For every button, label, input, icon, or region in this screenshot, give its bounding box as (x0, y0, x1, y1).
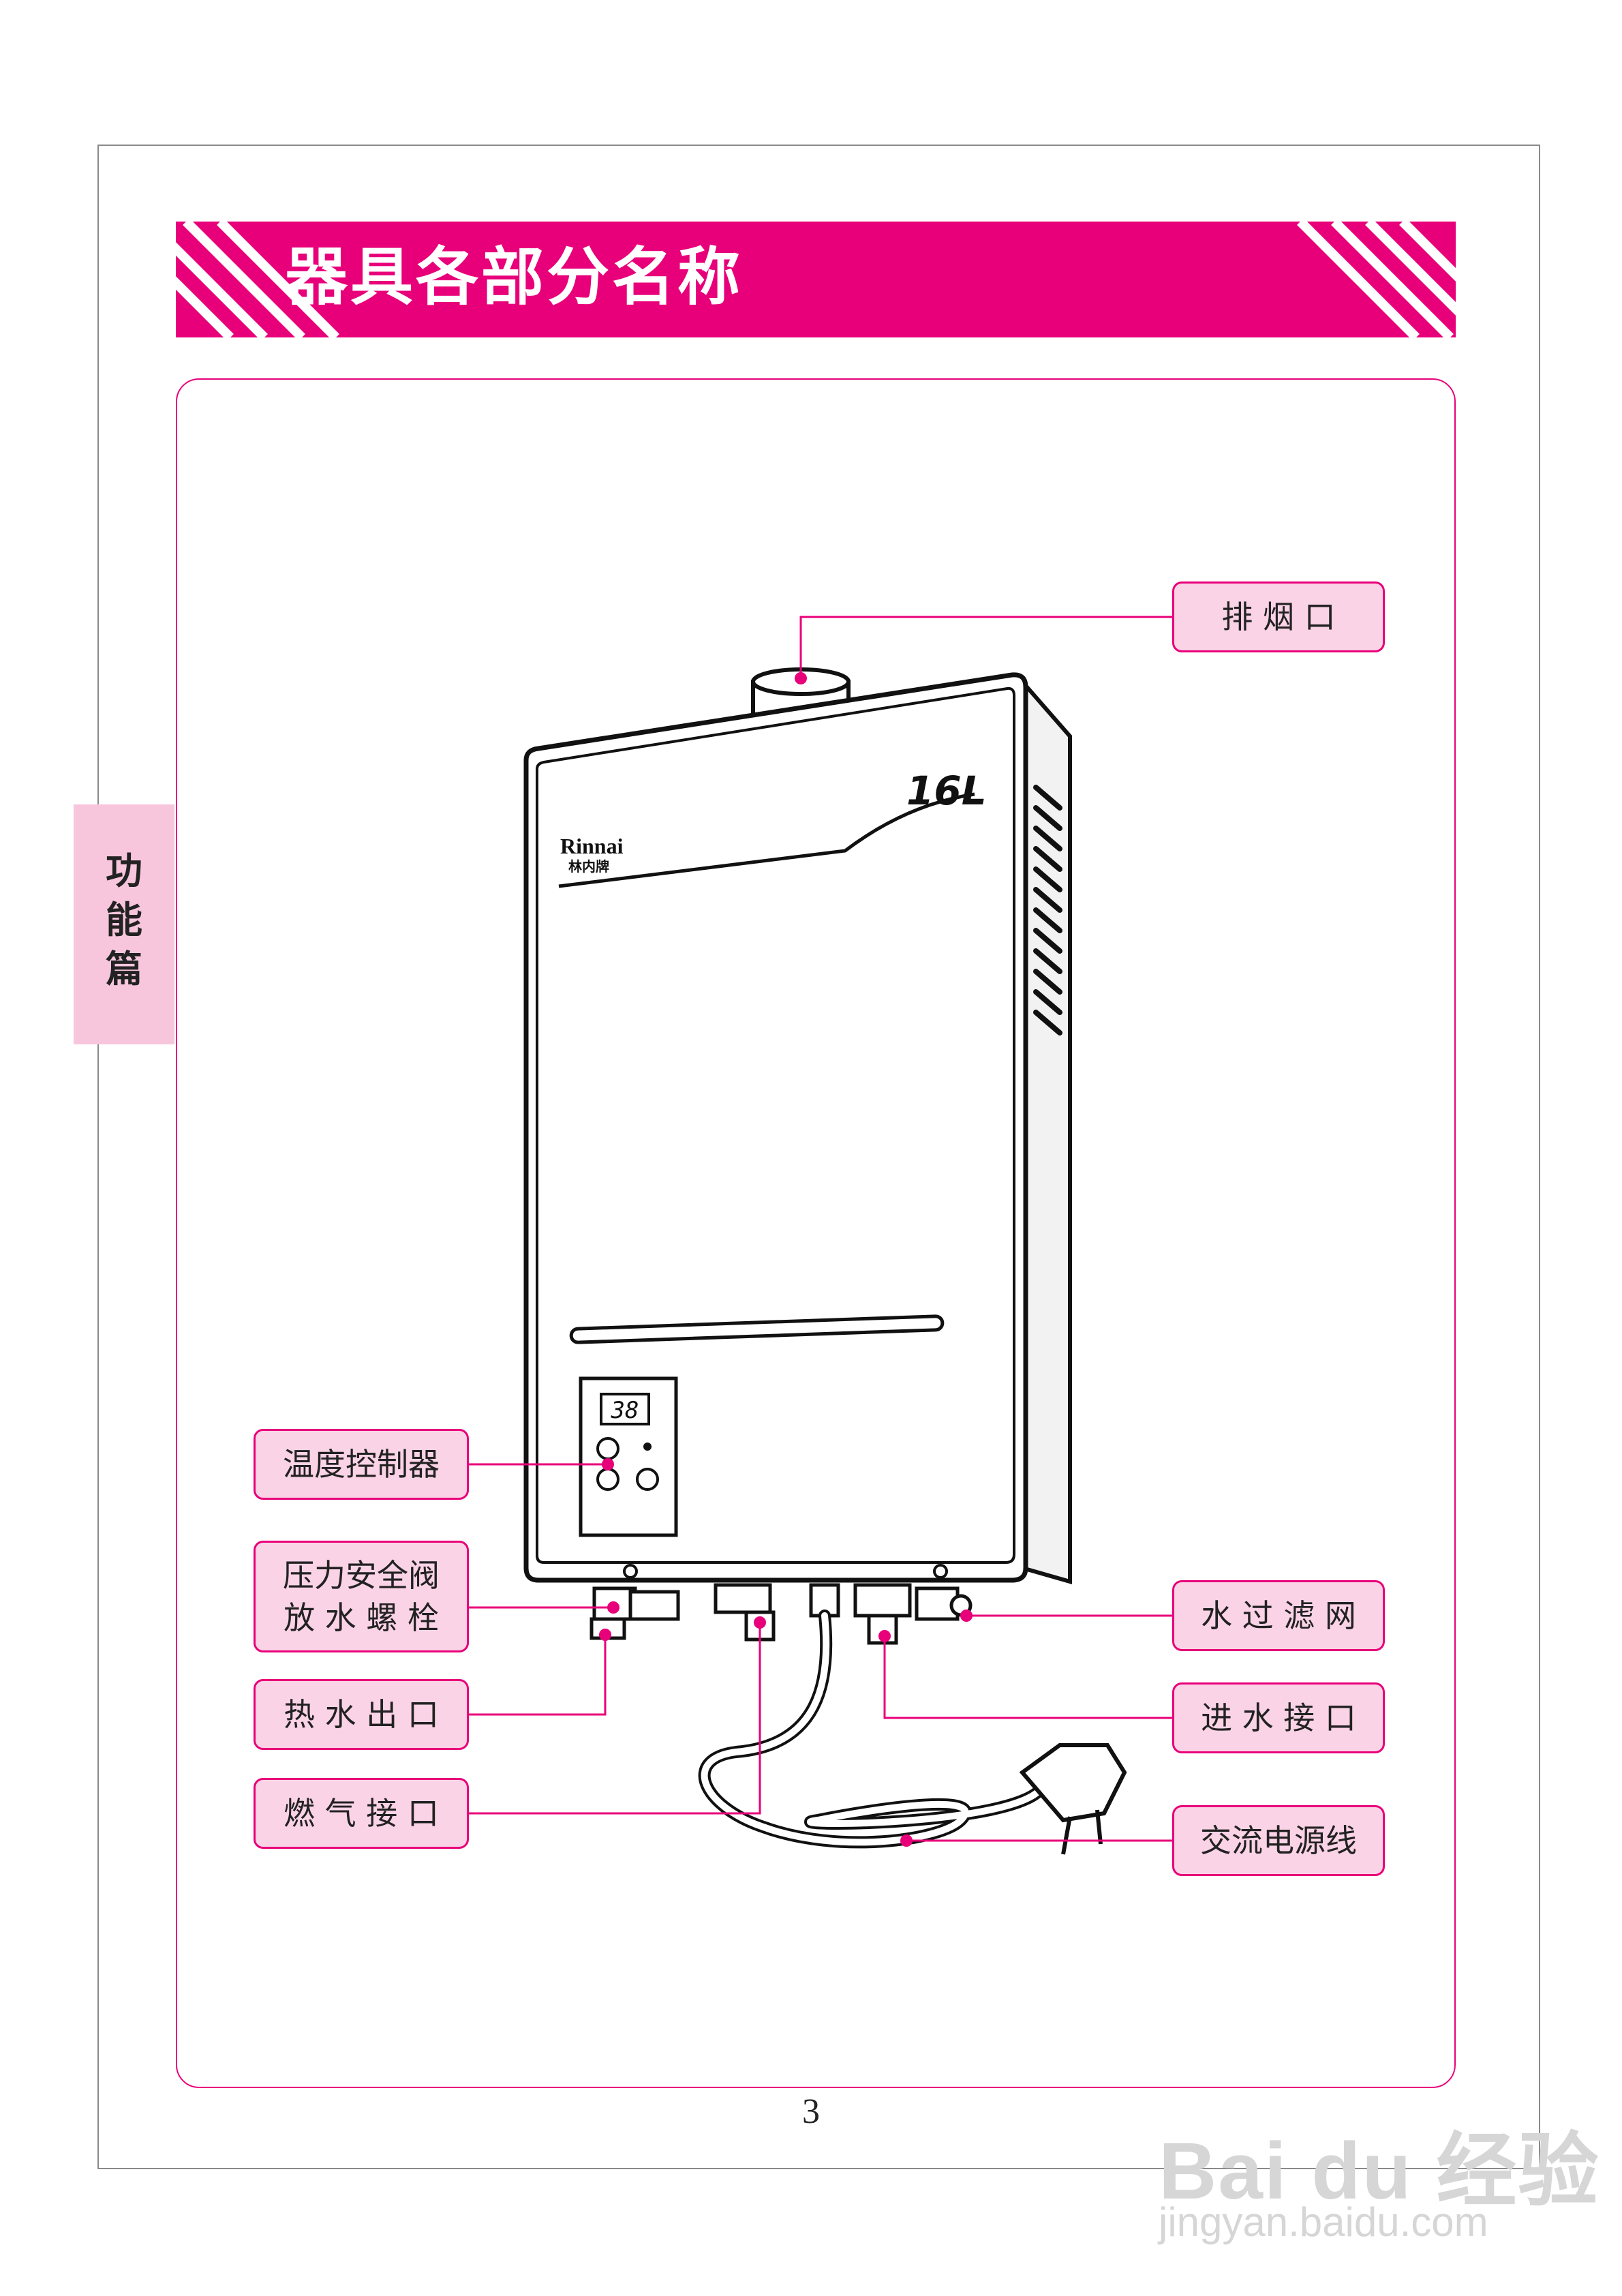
label-exhaust-port: 排 烟 口 (1172, 581, 1385, 652)
temperature-control-panel: 38 (579, 1376, 678, 1537)
power-cord-inner (701, 1612, 1046, 1846)
side-tab-label: 功 能 篇 (106, 849, 142, 991)
page-title: 器具各部分名称 (285, 241, 744, 314)
panel-swoosh (558, 792, 975, 888)
temp-up-icon (596, 1437, 619, 1460)
label-power-cord: 交流电源线 (1172, 1805, 1385, 1876)
label-hot-water-outlet: 热 水 出 口 (254, 1679, 469, 1750)
temperature-display: 38 (611, 1397, 639, 1424)
temp-down-icon (596, 1468, 619, 1491)
section-title-band: 器具各部分名称 (176, 222, 1456, 337)
bottom-screws (623, 1564, 948, 1579)
label-pressure-safety-valve: 压力安全阀 放 水 螺 栓 (254, 1541, 469, 1652)
power-plug-icon (1019, 1743, 1127, 1855)
heater-front-inner (536, 686, 1015, 1564)
leader-dots (599, 672, 973, 1847)
label-gas-inlet: 燃 气 接 口 (254, 1778, 469, 1849)
page-number: 3 (802, 2092, 820, 2131)
label-temperature-controller: 温度控制器 (254, 1429, 469, 1500)
stripe-decoration (176, 222, 1456, 337)
brand-logo-cn: 林内牌 (568, 858, 609, 875)
leader-lines (469, 616, 1172, 1842)
side-vents (1033, 785, 1062, 1036)
content-box (176, 378, 1456, 2088)
brand-logo-en: Rinnai (560, 834, 624, 858)
panel-handle-slot (569, 1314, 945, 1344)
label-water-filter: 水 过 滤 网 (1172, 1580, 1385, 1651)
page-frame (97, 145, 1540, 2169)
bottom-fittings (590, 1583, 973, 1645)
label-water-inlet: 进 水 接 口 (1172, 1682, 1385, 1753)
watermark-url: jingyan.baidu.com (1159, 2199, 1488, 2245)
capacity-badge: 16L (906, 768, 987, 814)
side-tab: 功 能 篇 (74, 804, 174, 1044)
watermark-logo: Bai du 经验 (1159, 2126, 1600, 2216)
power-icon (636, 1468, 659, 1491)
